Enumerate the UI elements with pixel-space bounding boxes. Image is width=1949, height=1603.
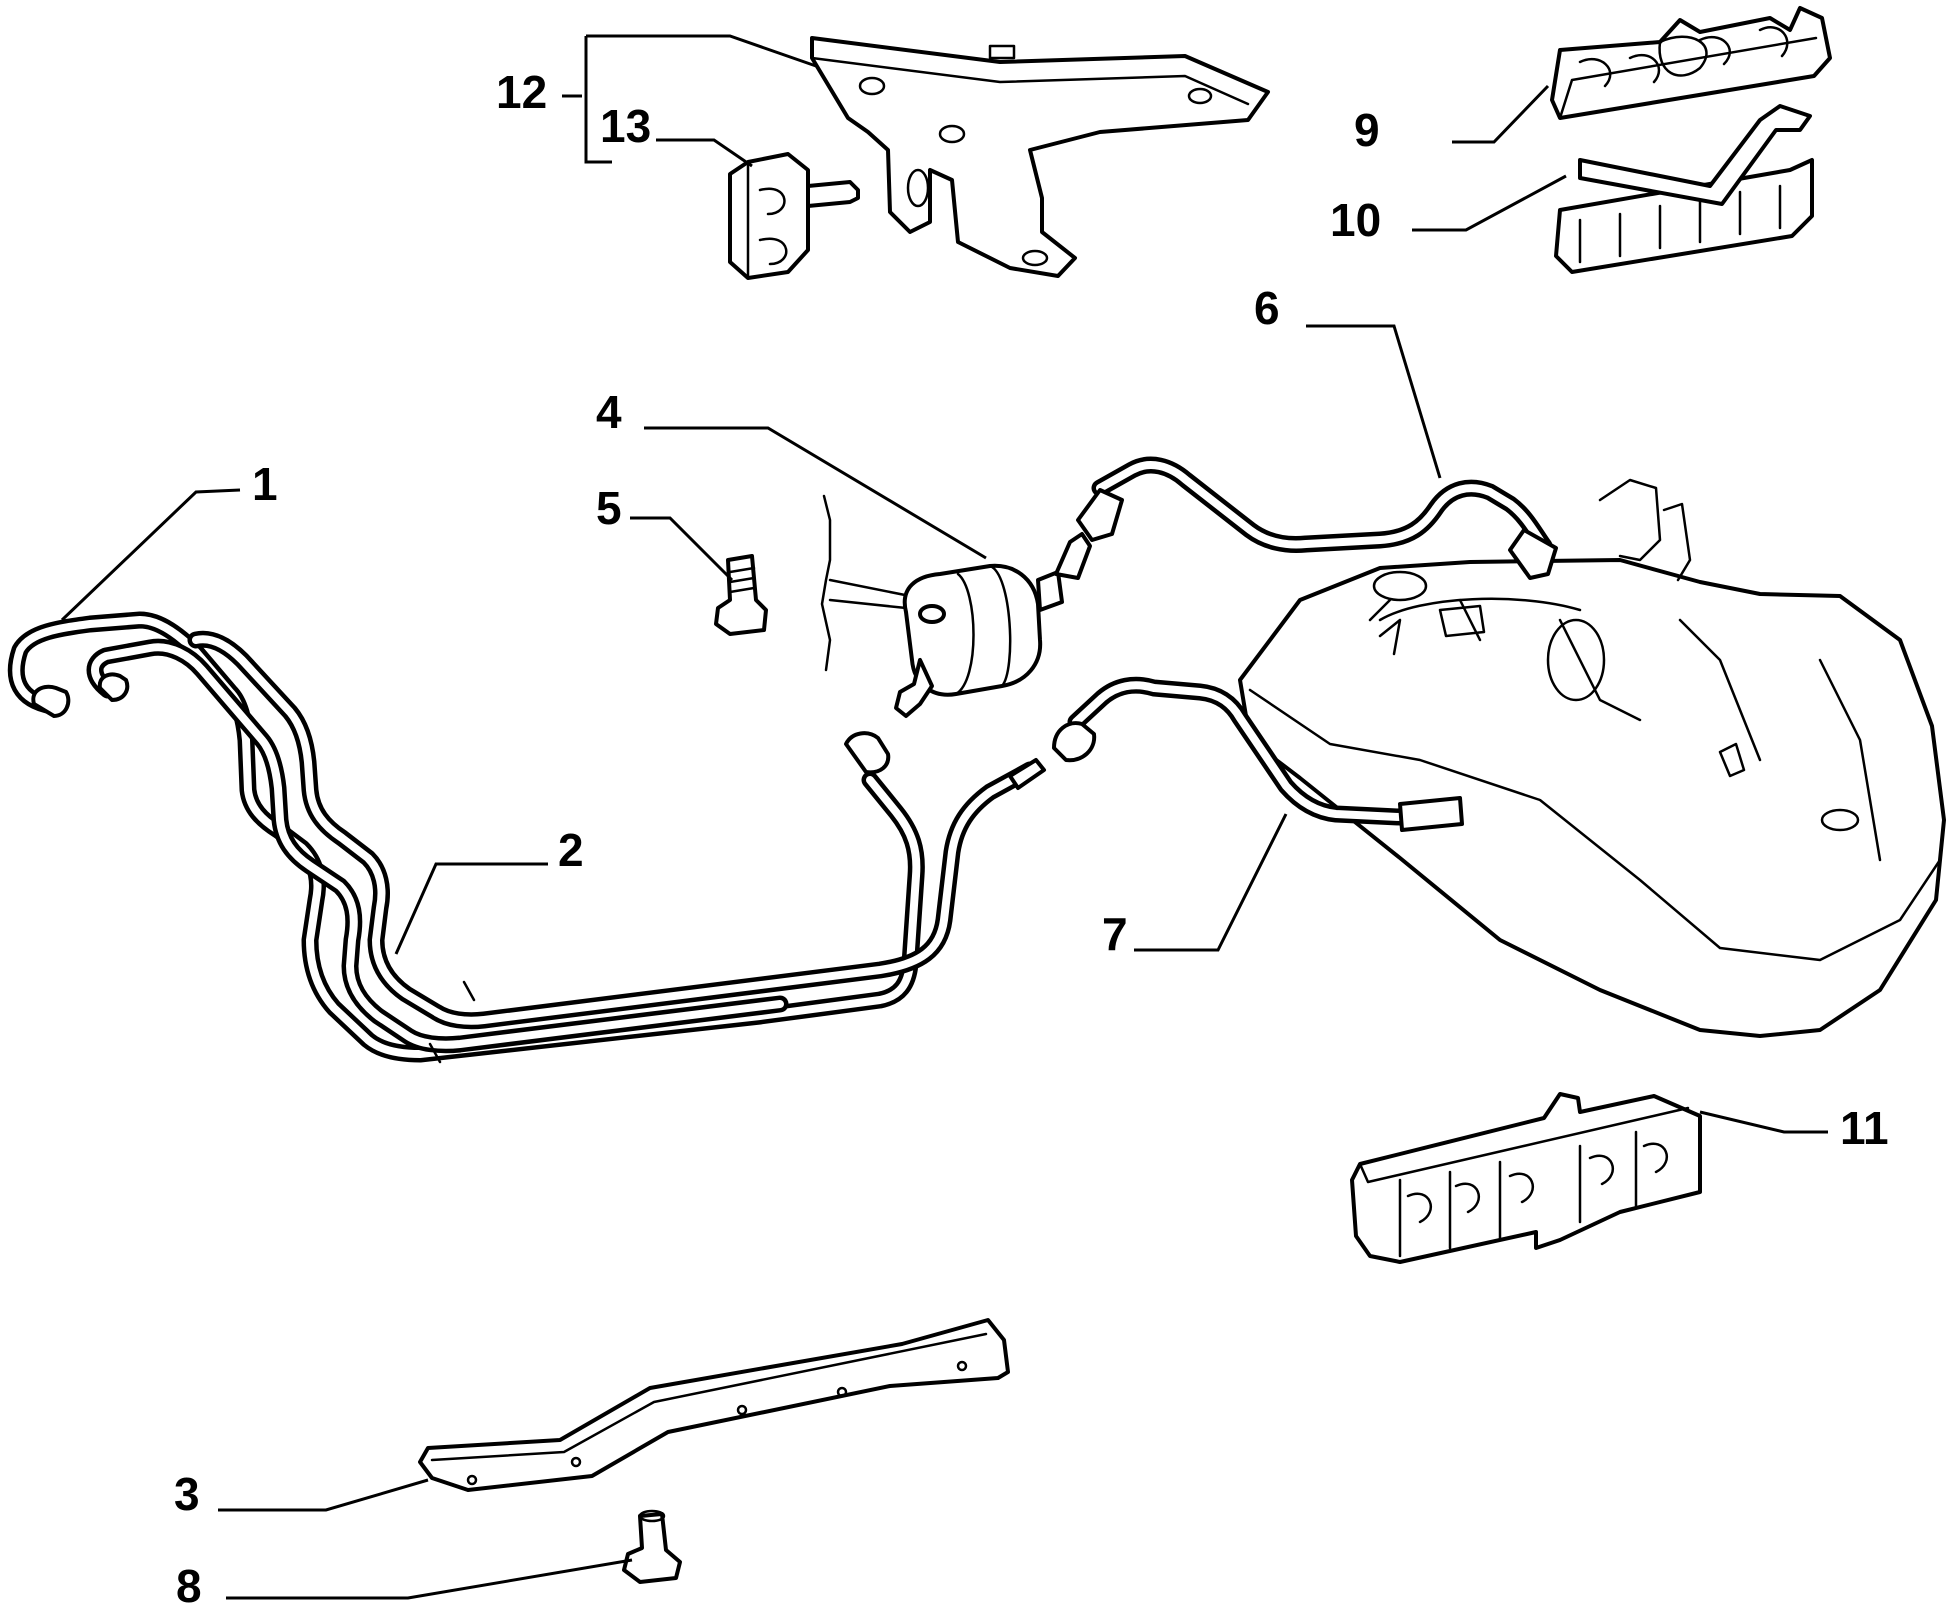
- leader-13: [656, 138, 753, 168]
- callout-13: 13: [600, 100, 651, 152]
- callout-1: 1: [252, 458, 278, 510]
- leader-12: [562, 34, 817, 164]
- callout-numbers: 1 2 3 4 5 6 7 8 9 10 11 12 13: [174, 66, 1889, 1603]
- callout-6: 6: [1254, 282, 1280, 334]
- screw-part: [622, 1509, 682, 1584]
- leader-3: [218, 1478, 429, 1512]
- leader-7: [1134, 813, 1288, 952]
- pipe-clip-large-part: [1350, 1092, 1702, 1264]
- callout-12: 12: [496, 66, 547, 118]
- fuel-pipe-pair-front-part: [7, 611, 1046, 1064]
- leader-2: [394, 862, 548, 955]
- fuel-tank: [1238, 478, 1946, 1038]
- filter-bracket-part: [810, 36, 1270, 278]
- fuel-hose-upper-part: [1076, 456, 1558, 580]
- leader-9: [1452, 84, 1550, 144]
- callout-3: 3: [174, 1468, 200, 1520]
- fuel-filter-part: [820, 494, 1092, 718]
- leader-11: [1699, 1110, 1828, 1134]
- leader-5: [630, 516, 734, 582]
- callout-2: 2: [558, 824, 584, 876]
- leader-4: [644, 426, 987, 560]
- callout-5: 5: [596, 482, 622, 534]
- bolt-part: [714, 554, 768, 636]
- pipe-clip-upper-part: [1550, 6, 1832, 120]
- callout-11: 11: [1840, 1102, 1889, 1154]
- leader-6: [1306, 324, 1442, 479]
- leader-1: [60, 488, 241, 622]
- callout-4: 4: [596, 386, 622, 438]
- leader-10: [1412, 174, 1567, 232]
- callout-9: 9: [1354, 104, 1380, 156]
- pipe-clip-with-strap-part: [1554, 104, 1814, 274]
- leader-lines: [60, 34, 1828, 1600]
- fuel-hose-lower-part: [1052, 676, 1464, 832]
- callout-8: 8: [176, 1560, 202, 1603]
- leader-8: [226, 1558, 633, 1600]
- small-clip-part: [728, 152, 860, 280]
- callout-10: 10: [1330, 194, 1381, 246]
- callout-7: 7: [1102, 908, 1128, 960]
- pipe-guard-plate-part: [418, 1318, 1010, 1492]
